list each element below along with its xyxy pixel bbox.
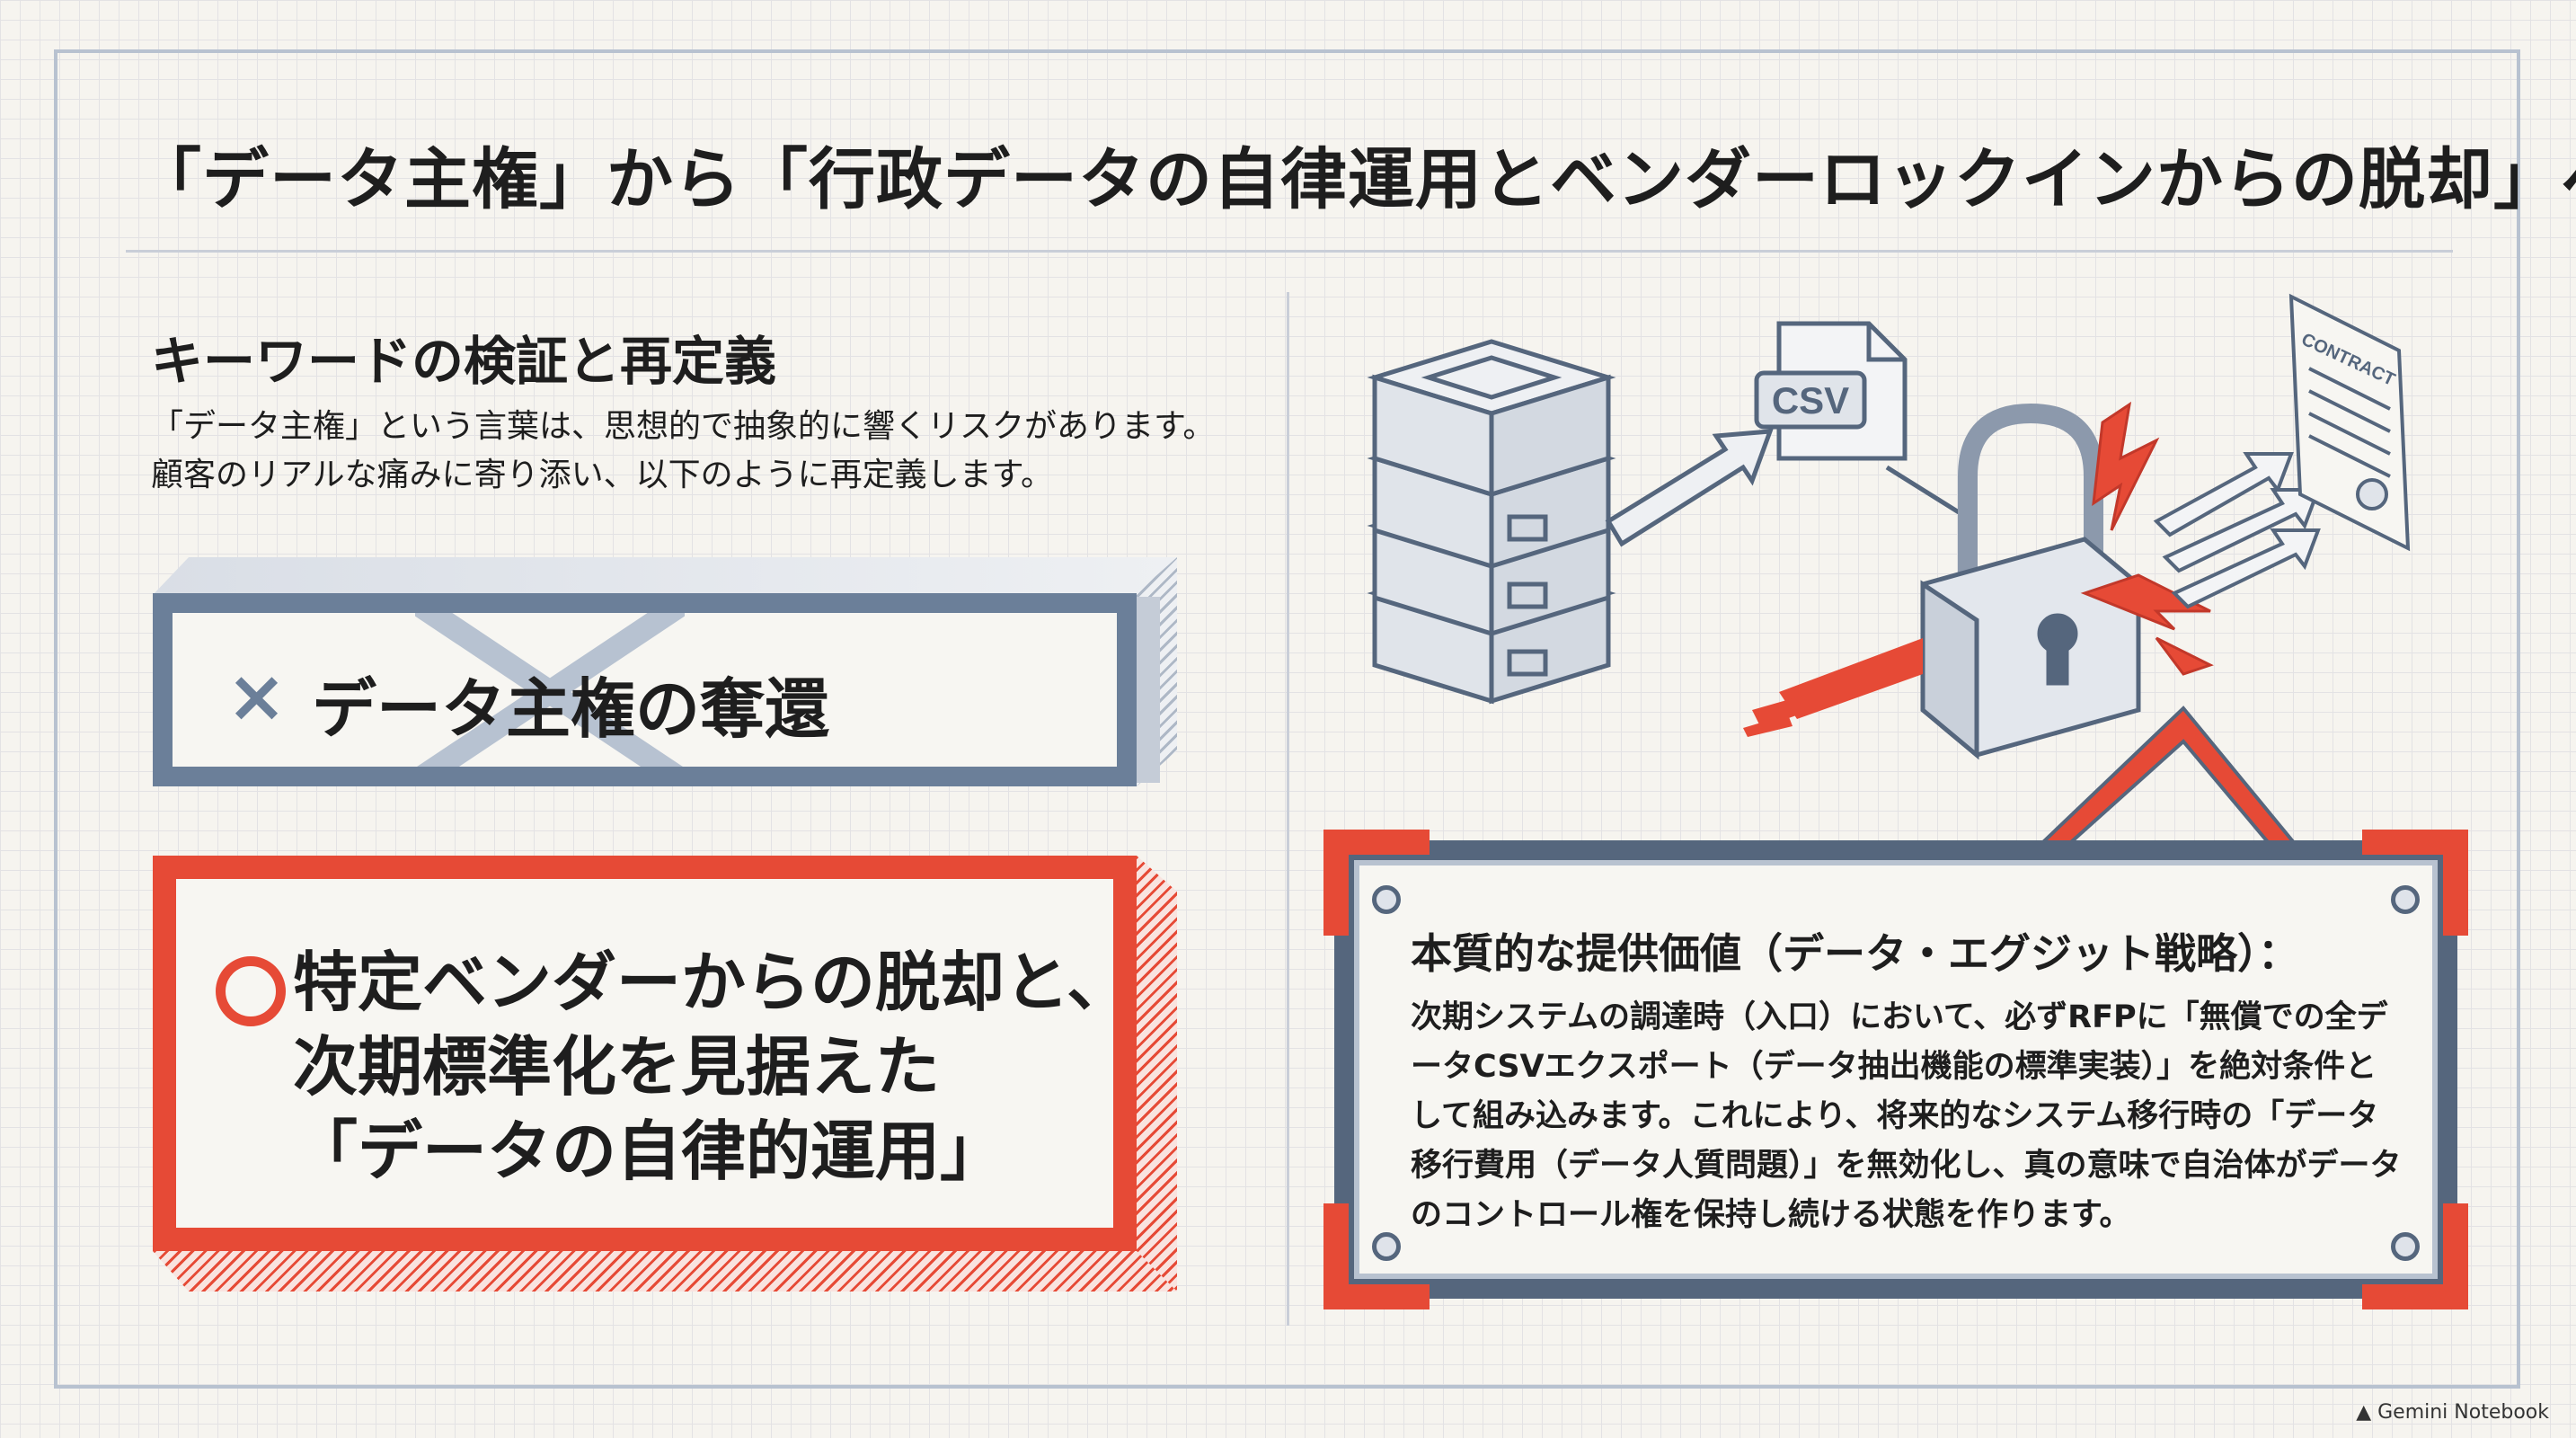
accepted-box-side-face — [1137, 856, 1177, 1292]
value-body: 次期システムの調達時（入口）において、必ずRFPに「無償での全データCSVエクス… — [1411, 999, 2402, 1233]
rivet-icon — [1372, 1232, 1401, 1261]
corner-bracket — [1323, 830, 1430, 936]
contract-document-icon — [2288, 293, 2411, 552]
brand-label: Gemini Notebook — [2377, 1401, 2549, 1424]
column-divider — [1287, 292, 1289, 1326]
rejected-box-top-face — [153, 557, 1177, 595]
corner-bracket — [2362, 1203, 2468, 1309]
keyword-heading: キーワードの検証と再定義 — [151, 331, 777, 392]
data-exit-illustration: CSV CONTRACT — [1367, 293, 2411, 760]
rivet-icon — [2391, 885, 2420, 914]
csv-file-icon — [1754, 321, 1908, 461]
footer-brand: ▲ Gemini Notebook — [2356, 1401, 2549, 1424]
slide-title: 「データ主権」から「行政データの自律運用とベンダーロックインからの脱却」へ — [135, 141, 2576, 218]
accepted-line-1: 特定ベンダーからの脱却と、 — [293, 945, 1132, 1020]
keyword-description-line-1: 「データ主権」という言葉は、思想的で抽象的に響くリスクがあります。 — [151, 408, 1216, 445]
reject-x-icon: × — [226, 654, 288, 738]
accepted-line-2: 次期標準化を見据えた — [293, 1029, 941, 1105]
accepted-keyword-text: 特定ベンダーからの脱却と、 次期標準化を見据えた 「データの自律的運用」 — [293, 940, 1131, 1194]
title-divider — [126, 250, 2453, 253]
contract-arrows-icon — [2153, 452, 2321, 609]
corner-bracket — [2362, 830, 2468, 936]
rejected-keyword-text: データ主権の奪還 — [312, 671, 830, 747]
value-callout-panel: 本質的な提供価値（データ・エグジット戦略）： 次期システムの調達時（入口）におい… — [1323, 830, 2468, 1309]
accept-circle-icon — [216, 956, 286, 1026]
callout-inner-border — [1354, 860, 2438, 1279]
callout-frame — [1334, 840, 2457, 1299]
lock-break-burst-icon — [2080, 401, 2214, 676]
corner-bracket — [1323, 1203, 1430, 1309]
keyword-description-line-2: 顧客のリアルな痛みに寄り添い、以下のように再定義します。 — [151, 457, 1054, 493]
accepted-keyword-box: 特定ベンダーからの脱却と、 次期標準化を見据えた 「データの自律的運用」 — [153, 856, 1137, 1251]
csv-label: CSV — [1772, 379, 1849, 422]
rivet-icon — [1372, 885, 1401, 914]
csv-to-lock-line — [1885, 465, 1961, 515]
keyword-description: 「データ主権」という言葉は、思想的で抽象的に響くリスクがあります。 顧客のリアル… — [151, 403, 1215, 500]
export-arrow-icon — [1605, 429, 1774, 547]
accepted-box-bottom-face — [153, 1251, 1177, 1292]
rejected-keyword-box: × データ主権の奪還 — [153, 593, 1137, 786]
brand-logo-icon: ▲ — [2356, 1401, 2372, 1424]
server-stack-icon — [1367, 339, 1616, 705]
value-heading: 本質的な提供価値（データ・エグジット戦略）： — [1411, 929, 2299, 978]
rivet-icon — [2391, 1232, 2420, 1261]
slide-frame — [54, 49, 2520, 1389]
strike-cross-icon — [415, 613, 685, 767]
accepted-line-3: 「データの自律的運用」 — [293, 1114, 1005, 1189]
callout-pointer — [2026, 706, 2296, 860]
red-beam-icon — [1743, 638, 1923, 737]
rejected-box-side-face — [1137, 557, 1177, 786]
